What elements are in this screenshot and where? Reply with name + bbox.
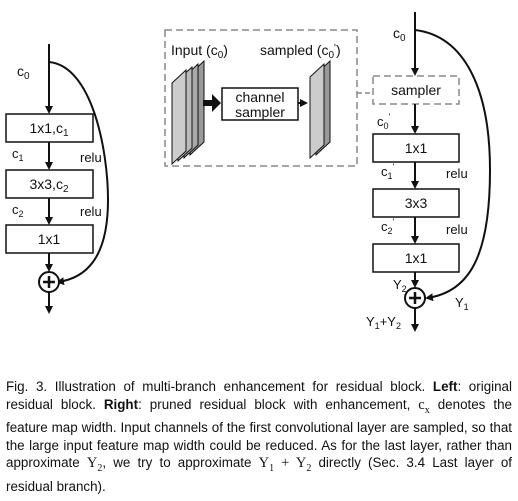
figure-diagram: c0 1x1,c1 c1 relu 3x3,c2 c2 relu 1x1 Inp… [5,12,492,332]
right-box3-label: 1x1 [405,250,428,266]
right-add-icon [404,287,426,309]
inset-channel-sampler-box [221,87,299,121]
fig-label: Fig. 3. [6,379,48,394]
math-cx: cx [418,396,430,416]
math-y2: Y2 [86,455,103,475]
right-c1p-label: c1' [381,162,395,181]
math-y1-plus-y2: Y1 + Y2 [258,455,312,475]
left-box3-label: 1x1 [38,231,61,247]
right-box2-label: 3x3 [405,195,428,211]
right-input-label: c0 [393,25,406,44]
inset-thick-arrow [203,94,221,112]
left-c1-label: c1 [12,146,24,163]
caption-left-bold: Left [432,379,458,394]
left-input-label: c0 [17,63,30,82]
caption-right-bold: Right [103,396,139,412]
inset-input-label: Input (c0) [171,42,228,61]
left-box-1x1 [5,224,94,254]
right-box-1x1-first [372,133,460,163]
right-c0p-label: c0' [377,112,391,131]
right-output-label: Y1+Y2 [366,314,401,331]
right-y2-label: Y2 [393,277,407,294]
input-feature-maps-icon [171,59,205,166]
right-box1-label: 1x1 [405,140,428,156]
right-relu-1: relu [446,166,468,181]
right-c2p-label: c2' [381,217,395,236]
right-box-1x1-last [372,243,460,273]
inset-box-line2: sampler [235,104,285,120]
inset-sampled-label: sampled (c0') [260,42,341,61]
left-relu-2: relu [80,204,102,219]
left-skip-arrow [48,61,110,286]
right-relu-2: relu [446,222,468,237]
left-relu-1: relu [80,150,102,165]
left-add-icon [38,271,60,293]
right-enhanced-block: c0 sampler c0' 1x1 c1' relu 3x3 c2' relu… [366,12,492,332]
right-box-3x3 [372,188,460,218]
left-box1-label: 1x1,c1 [29,120,68,139]
left-box2-label: 3x3,c2 [29,176,68,195]
sampled-feature-maps-icon [309,59,331,160]
right-sampler-label: sampler [391,82,441,98]
right-y1-label: Y1 [455,295,469,312]
channel-sampler-inset: Input (c0) sampled (c0') channel sampler [164,29,372,167]
inset-box-line1: channel [235,89,284,105]
right-skip-arrow [414,29,492,302]
figure-caption: Fig. 3. Illustration of multi-branch enh… [6,379,512,494]
left-c2-label: c2 [12,202,24,219]
left-residual-block: c0 1x1,c1 c1 relu 3x3,c2 c2 relu 1x1 [5,44,110,314]
left-box-1x1-c1 [5,113,94,143]
inset-dashed-frame [164,29,358,167]
